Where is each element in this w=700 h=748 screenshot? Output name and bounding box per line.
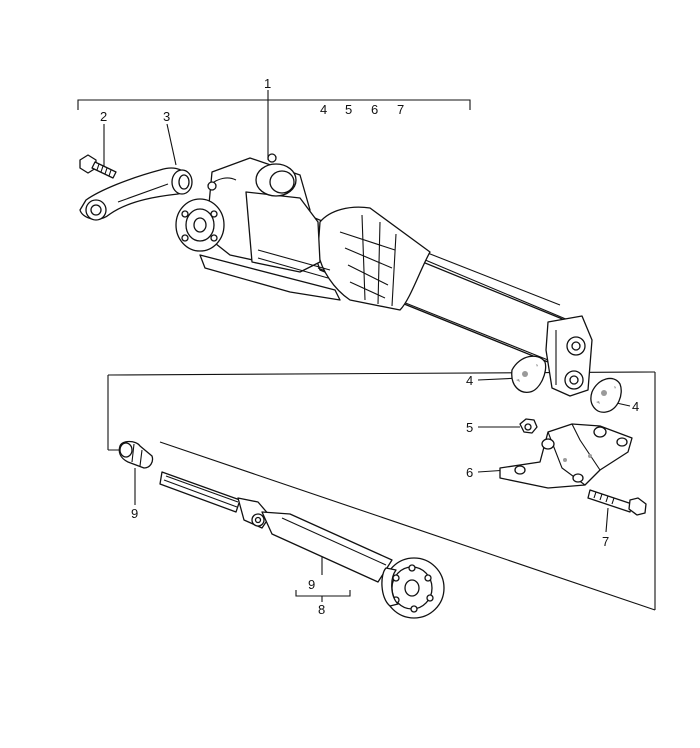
nut-part-5 xyxy=(519,418,538,434)
callout-9-shaft: 9 xyxy=(308,577,315,592)
drive-shaft-part-8 xyxy=(159,471,445,619)
long-bolt-part-7 xyxy=(587,489,647,516)
rubber-mount-part-4-left xyxy=(511,355,547,393)
leader-lines xyxy=(77,90,656,611)
callout-4-right: 4 xyxy=(632,399,639,414)
mounting-bracket-part-6 xyxy=(499,423,633,489)
bolt-part-2 xyxy=(79,154,117,179)
rubber-mount-part-4-right xyxy=(590,377,622,413)
callout-2: 2 xyxy=(100,109,107,124)
callout-5-top: 5 xyxy=(345,102,352,117)
callout-labels: 1 4 5 6 7 2 3 4 4 5 6 7 9 9 8 xyxy=(100,76,639,617)
callout-8: 8 xyxy=(318,602,325,617)
torque-tube-assembly-part-1 xyxy=(175,153,593,397)
callout-4-top: 4 xyxy=(320,102,327,117)
bushing-part-9 xyxy=(118,440,154,469)
callout-6: 6 xyxy=(466,465,473,480)
callout-7-top: 7 xyxy=(397,102,404,117)
callout-4-left: 4 xyxy=(466,373,473,388)
link-arm-part-3 xyxy=(79,167,193,221)
callout-7: 7 xyxy=(602,534,609,549)
callout-9-left: 9 xyxy=(131,506,138,521)
callout-6-top: 6 xyxy=(371,102,378,117)
callout-1: 1 xyxy=(264,76,271,91)
callout-3: 3 xyxy=(163,109,170,124)
callout-5: 5 xyxy=(466,420,473,435)
